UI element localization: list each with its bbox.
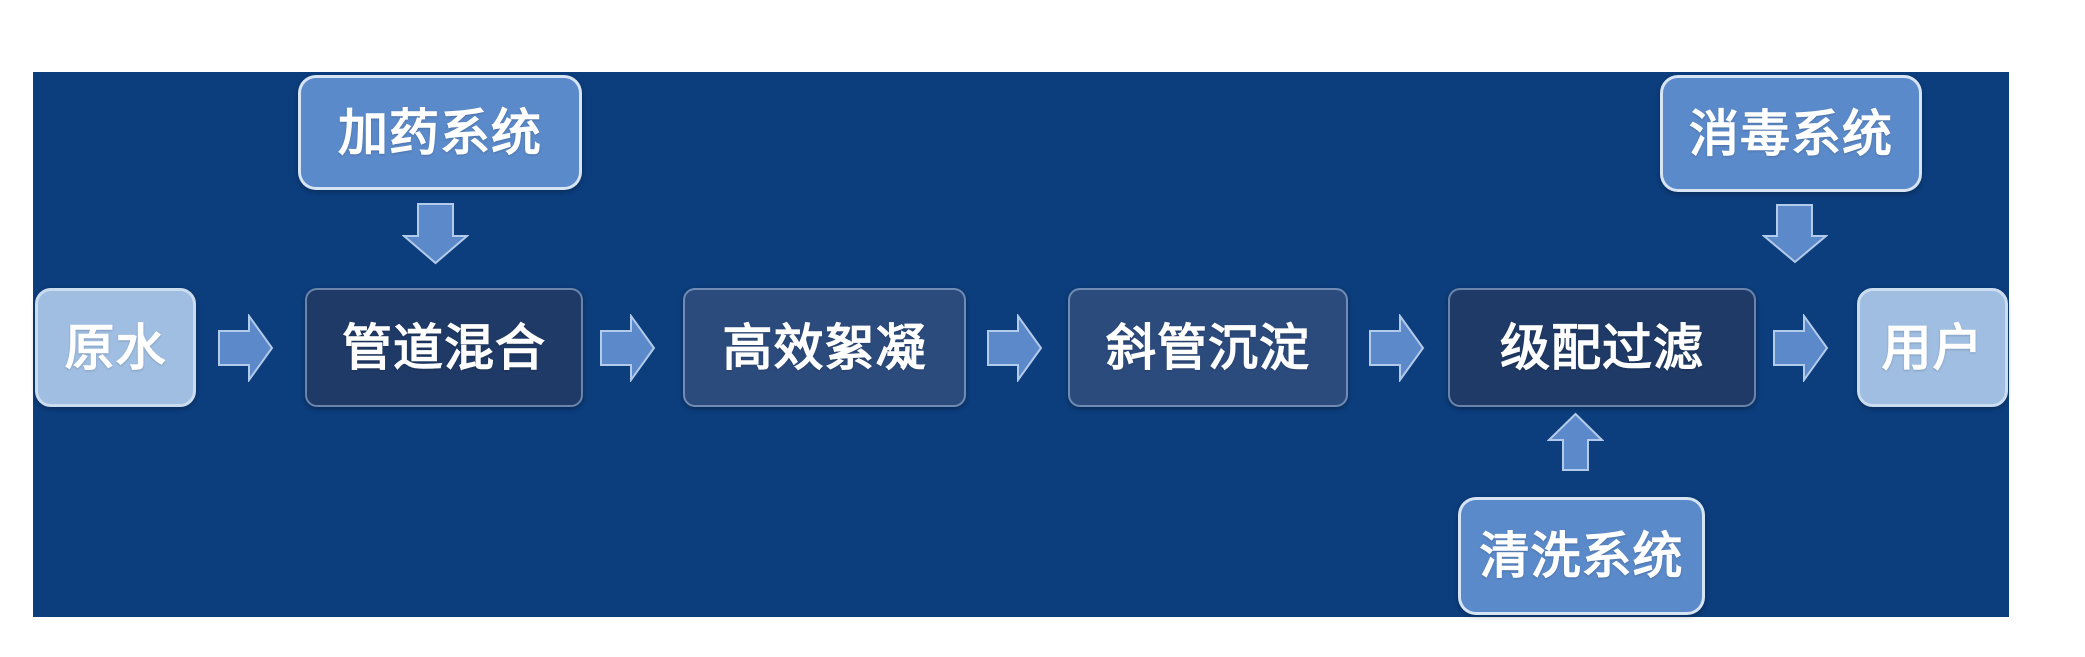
arrow-right-icon [218,314,274,382]
node-graded-filtration: 级配过滤 [1448,288,1756,407]
arrow-up-icon [1547,412,1604,471]
node-raw-water-label: 原水 [64,319,167,376]
node-dosing-system: 加药系统 [298,75,582,190]
node-pipe-mixing: 管道混合 [305,288,583,407]
arrow-right-icon [987,314,1043,382]
node-pipe-mixing-label: 管道混合 [342,319,546,376]
arrow-right-icon [1773,314,1829,382]
arrow-right-icon [1369,314,1425,382]
node-efficient-flocculation-label: 高效絮凝 [722,319,927,376]
node-dosing-system-label: 加药系统 [338,104,542,161]
arrow-down-icon [402,203,469,265]
arrow-right-icon [600,314,656,382]
node-efficient-flocculation: 高效絮凝 [683,288,966,407]
node-inclined-tube-sedimentation: 斜管沉淀 [1068,288,1348,407]
arrow-down-icon [1762,204,1828,264]
node-cleaning-system-label: 清洗系统 [1479,528,1684,584]
node-disinfection-system-label: 消毒系统 [1689,105,1893,162]
node-cleaning-system: 清洗系统 [1458,497,1705,615]
node-inclined-tube-sedimentation-label: 斜管沉淀 [1106,319,1310,376]
node-users: 用户 [1857,288,2008,407]
node-graded-filtration-label: 级配过滤 [1500,319,1704,376]
node-raw-water: 原水 [35,288,196,407]
node-users-label: 用户 [1881,319,1984,376]
node-disinfection-system: 消毒系统 [1660,75,1922,192]
flowchart-panel: 原水 管道混合 高效絮凝 斜管沉淀 级配过滤 用户 [33,72,2009,617]
